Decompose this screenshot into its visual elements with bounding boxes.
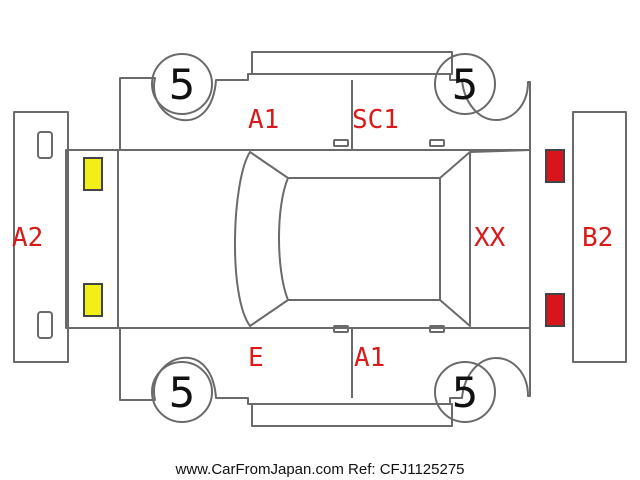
headlight-right	[83, 283, 103, 317]
rear-bumper	[572, 111, 627, 363]
car-body	[65, 149, 531, 329]
code-left-rear-door: SC1	[352, 105, 399, 135]
tire-rear-left-number: 5	[452, 60, 479, 109]
rear-window	[439, 151, 471, 327]
code-right-front-door: E	[248, 343, 264, 373]
code-front-bumper: A2	[12, 223, 43, 253]
code-rear-window: XX	[474, 223, 506, 253]
windshield	[234, 151, 289, 327]
code-right-rear-door: A1	[354, 343, 385, 373]
tire-front-left: 5	[151, 53, 213, 115]
code-left-front-door: A1	[248, 105, 279, 135]
footer-reference: www.CarFromJapan.com Ref: CFJ1125275	[175, 461, 465, 478]
tire-rear-right: 5	[434, 361, 496, 423]
front-bumper	[13, 111, 69, 363]
taillight-right	[545, 293, 565, 327]
left-side-panel	[119, 51, 531, 151]
tire-front-left-number: 5	[169, 60, 196, 109]
taillight-left	[545, 149, 565, 183]
tire-rear-left: 5	[434, 53, 496, 115]
code-rear-bumper: B2	[582, 223, 613, 253]
headlight-left	[83, 157, 103, 191]
tire-front-right: 5	[151, 361, 213, 423]
tire-front-right-number: 5	[169, 368, 196, 417]
tire-rear-right-number: 5	[452, 368, 479, 417]
